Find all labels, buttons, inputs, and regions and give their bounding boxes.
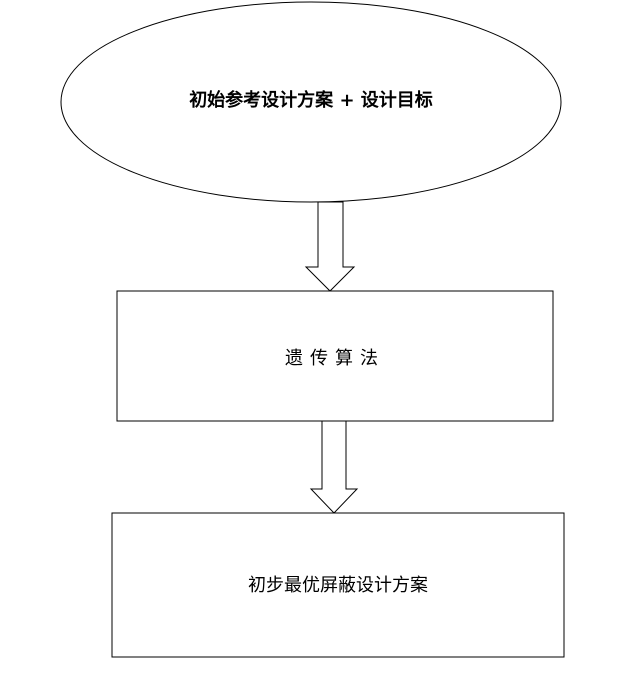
output-label: 初步最优屏蔽设计方案	[248, 575, 428, 596]
process-box	[116, 290, 554, 422]
output-box	[111, 512, 565, 658]
start-ellipse	[60, 1, 562, 203]
arrow-start-to-process	[304, 201, 356, 292]
arrow-process-to-output	[309, 420, 359, 514]
start-label: 初始参考设计方案 + 设计目标	[189, 90, 433, 111]
process-label: 遗传算法	[285, 348, 385, 369]
